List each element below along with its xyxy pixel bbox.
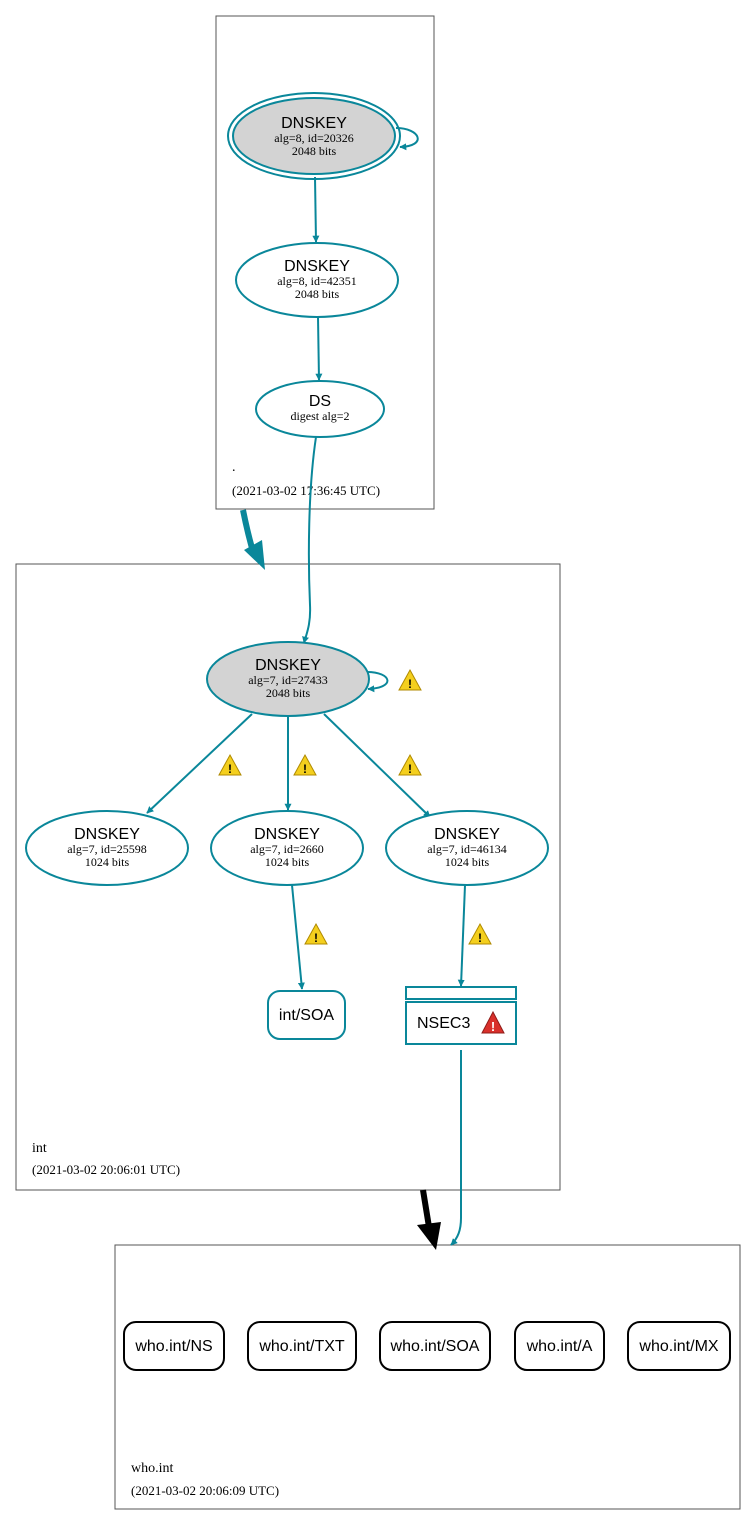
edge-int-ksk-self (366, 671, 389, 693)
nsec3-node[interactable]: NSEC3 ! (405, 986, 517, 1045)
zone-int-name: int (32, 1141, 47, 1156)
dnskey-node-root-ksk[interactable]: DNSKEY alg=8, id=20326 2048 bits (227, 92, 401, 180)
zone-root-name: . (232, 460, 236, 475)
edge-root-ksk-to-zsk (312, 176, 320, 243)
rrset-node-who-a[interactable]: who.int/A (514, 1321, 605, 1371)
node-label: who.int/TXT (258, 1338, 345, 1355)
edges (146, 127, 466, 1246)
zone-int: int (2021-03-02 20:06:01 UTC) (15, 563, 561, 1191)
warning-icon: ! (304, 922, 328, 945)
dnskey-node-root-zsk[interactable]: DNSKEY alg=8, id=42351 2048 bits (235, 242, 399, 318)
node-detail: 1024 bits (265, 855, 310, 869)
svg-text:!: ! (314, 931, 318, 945)
warning-icon: ! (398, 753, 422, 776)
dnskey-node-int-ksk[interactable]: DNSKEY alg=7, id=27433 2048 bits (206, 641, 370, 717)
edge-int-ksk-to-zsk3 (323, 713, 431, 818)
error-icon: ! (481, 1010, 505, 1034)
node-detail: alg=7, id=25598 (67, 842, 147, 856)
dnskey-node-int-zsk-2660[interactable]: DNSKEY alg=7, id=2660 1024 bits (210, 810, 364, 886)
svg-text:!: ! (408, 677, 412, 691)
node-detail: 1024 bits (85, 855, 130, 869)
edge-root-zsk-to-ds (315, 316, 323, 381)
zone-who: who.int (2021-03-02 20:06:09 UTC) (114, 1244, 741, 1510)
node-detail: alg=7, id=27433 (248, 673, 328, 687)
node-label: who.int/A (526, 1338, 593, 1355)
dnskey-node-int-zsk-25598[interactable]: DNSKEY alg=7, id=25598 1024 bits (25, 810, 189, 886)
zone-root-timestamp: (2021-03-02 17:36:45 UTC) (232, 483, 380, 498)
node-title: DNSKEY (284, 258, 350, 275)
zone-int-border (15, 563, 561, 1191)
node-title: DNSKEY (434, 826, 500, 843)
edge-zsk3-to-nsec3 (457, 884, 466, 987)
edge-int-ksk-to-zsk1 (146, 713, 253, 814)
node-detail: alg=7, id=46134 (427, 842, 507, 856)
svg-text:!: ! (478, 931, 482, 945)
zone-who-timestamp: (2021-03-02 20:06:09 UTC) (131, 1483, 279, 1498)
node-detail: 2048 bits (292, 144, 337, 158)
zone-root-border (215, 15, 435, 510)
node-detail: digest alg=2 (290, 409, 349, 423)
edge-root-ksk-self (395, 127, 419, 151)
node-detail: alg=7, id=2660 (250, 842, 324, 856)
rrset-node-int-soa[interactable]: int/SOA (267, 990, 346, 1040)
zone-who-border (114, 1244, 741, 1510)
edge-zsk2-to-soa (291, 884, 305, 990)
node-title: DNSKEY (281, 115, 347, 132)
node-label: NSEC3 (417, 1015, 470, 1032)
node-detail: 2048 bits (266, 686, 311, 700)
node-detail: 2048 bits (295, 287, 340, 301)
dnskey-node-int-zsk-46134[interactable]: DNSKEY alg=7, id=46134 1024 bits (385, 810, 549, 886)
zone-int-timestamp: (2021-03-02 20:06:01 UTC) (32, 1162, 180, 1177)
svg-text:!: ! (491, 1019, 495, 1034)
node-title: DNSKEY (254, 826, 320, 843)
warning-icon: ! (468, 922, 492, 945)
delegation-root-to-int (240, 509, 265, 570)
rrset-node-who-txt[interactable]: who.int/TXT (247, 1321, 357, 1371)
rrset-node-who-mx[interactable]: who.int/MX (627, 1321, 731, 1371)
warning-icon: ! (218, 753, 242, 776)
node-detail: alg=8, id=20326 (274, 131, 354, 145)
node-detail: alg=8, id=42351 (277, 274, 357, 288)
warning-icon: ! (293, 753, 317, 776)
node-title: DNSKEY (74, 826, 140, 843)
node-label: int/SOA (279, 1007, 334, 1024)
rrset-node-who-soa[interactable]: who.int/SOA (379, 1321, 491, 1371)
ds-node-int[interactable]: DS digest alg=2 (255, 380, 385, 438)
node-detail: 1024 bits (445, 855, 490, 869)
zone-who-name: who.int (131, 1461, 174, 1476)
zone-root: . (2021-03-02 17:36:45 UTC) (215, 15, 435, 510)
svg-text:!: ! (228, 762, 232, 776)
svg-text:!: ! (303, 762, 307, 776)
edge-nsec3-to-who (450, 1050, 462, 1246)
warning-icon: ! (398, 668, 422, 691)
svg-text:!: ! (408, 762, 412, 776)
node-label: who.int/MX (638, 1338, 718, 1355)
node-title: DS (309, 393, 331, 410)
rrset-node-who-ns[interactable]: who.int/NS (123, 1321, 225, 1371)
node-label: who.int/SOA (390, 1338, 480, 1355)
node-label: who.int/NS (134, 1338, 212, 1355)
node-title: DNSKEY (255, 657, 321, 674)
edge-ds-to-int-ksk (302, 436, 317, 644)
delegation-int-to-who (417, 1189, 441, 1250)
